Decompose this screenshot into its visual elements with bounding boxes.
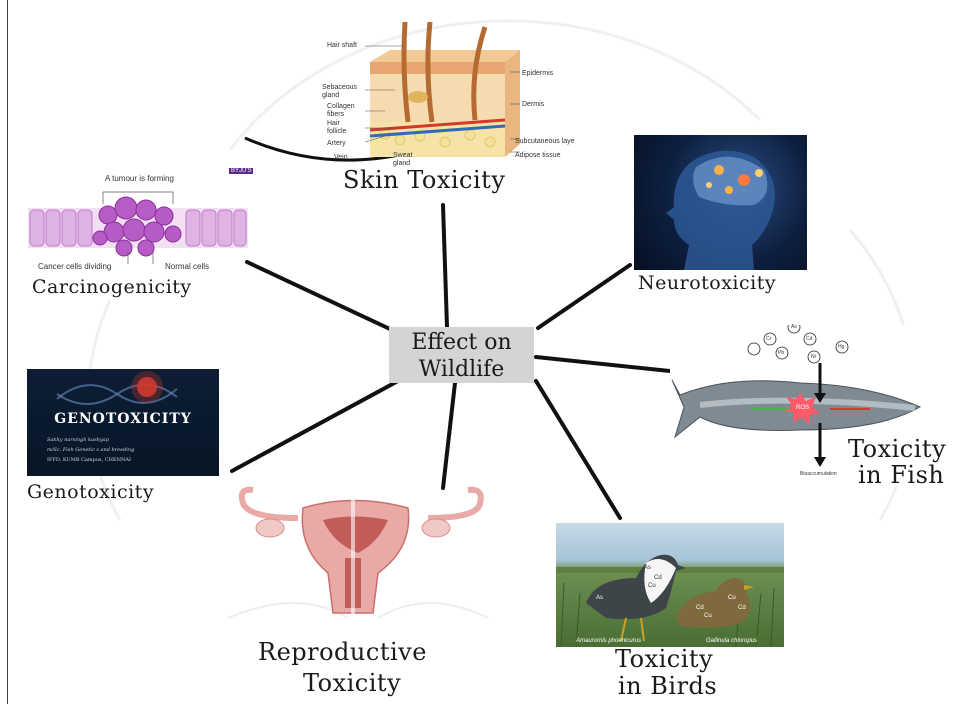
tumour-label-normal: Normal cells	[165, 262, 209, 271]
connector-birds	[536, 381, 620, 518]
geno-image-title: GENOTOXICITY	[27, 411, 219, 427]
connector-skin	[443, 205, 447, 327]
fish-element-2: Cd	[806, 336, 812, 342]
bird-tag-5: Cu	[704, 613, 712, 619]
skin-label-vein: Vein	[334, 154, 348, 161]
reproductive-label-line1: Reproductive	[258, 638, 427, 666]
fish-label-line1: Toxicity	[848, 435, 946, 463]
fish-ros-label: ROS	[796, 405, 809, 411]
bird-tag-7: As	[596, 595, 603, 601]
geno-image-line2: m/Sc. Fish Genetic s and breeding	[47, 447, 134, 453]
birds-toxicity-image: As Cd Cu Cd Cu Cu As Cd Amaurornis phoen…	[556, 523, 784, 647]
skin-label-epidermis: Epidermis	[522, 70, 553, 77]
neurotoxicity-image	[634, 135, 807, 270]
genotoxicity-image: GENOTOXICITY Sakhy narsingh kashyap m/Sc…	[27, 369, 219, 476]
tumour-diagram	[28, 180, 258, 270]
connector-carcino	[247, 262, 392, 330]
skin-diagram	[320, 22, 595, 170]
bird-tag-3: Cu	[648, 583, 656, 589]
byjus-logo: BYJU'S	[229, 168, 253, 174]
fish-element-5: Pb	[778, 350, 784, 356]
fish-bio-label: Bioaccumulation	[800, 471, 837, 477]
birds-label-line1: Toxicity	[615, 645, 713, 673]
neurotoxicity-label: Neurotoxicity	[638, 272, 776, 294]
skin-toxicity-label: Skin Toxicity	[343, 166, 505, 194]
skin-label-dermis: Dermis	[522, 101, 544, 108]
skin-label-sweat: Sweat	[393, 152, 412, 159]
connector-neuro	[538, 265, 630, 328]
fish-element-4: Hg	[838, 344, 844, 350]
connector-repro	[443, 383, 455, 488]
center-title-line2: Wildlife	[389, 356, 534, 383]
skin-label-fibers: fibers	[327, 111, 344, 118]
fish-element-1: As	[791, 324, 797, 330]
fish-element-3: Cr	[766, 336, 771, 342]
skin-label-collagen: Collagen	[327, 103, 355, 110]
center-node: Effect on Wildlife	[389, 327, 534, 383]
tumour-label-dividing: Cancer cells dividing	[38, 262, 111, 271]
reproductive-label-line2: Toxicity	[303, 669, 401, 697]
bird-tag-1: As	[644, 565, 651, 571]
geno-image-line1: Sakhy narsingh kashyap	[47, 437, 109, 443]
skin-label-follicle: follicle	[327, 128, 346, 135]
fish-label-line2: in Fish	[858, 461, 944, 489]
skin-label-adipose: Adipose tissue	[515, 152, 561, 159]
bird-caption-left: Amaurornis phoenicurus	[576, 638, 641, 644]
bird-tag-8: Cd	[738, 605, 746, 611]
fish-element-6: Ni	[811, 354, 816, 360]
skin-label-gland: gland	[322, 92, 339, 99]
skin-label-artery: Artery	[327, 140, 346, 147]
connector-geno	[232, 381, 398, 471]
center-title-line1: Effect on	[389, 329, 534, 356]
skin-label-sebaceous: Sebaceous	[322, 84, 357, 91]
skin-label-hair-shaft: Hair shaft	[327, 42, 357, 49]
birds-label-line2: in Birds	[618, 672, 717, 700]
bird-tag-2: Cd	[654, 575, 662, 581]
bird-caption-right: Gallinula chloropus	[706, 638, 757, 644]
bird-tag-4: Cd	[696, 605, 704, 611]
genotoxicity-label: Genotoxicity	[27, 481, 154, 503]
bird-tag-6: Cu	[728, 595, 736, 601]
uterus-diagram	[228, 478, 498, 633]
geno-image-line3: IFFD, KUMB Campus, CHENNAI	[47, 457, 131, 463]
tumour-label-forming: A tumour is forming	[105, 174, 174, 183]
skin-label-subcutaneous: Subcutaneous laye	[515, 138, 575, 145]
skin-label-hair: Hair	[327, 120, 340, 127]
carcinogenicity-label: Carcinogenicity	[32, 276, 192, 298]
